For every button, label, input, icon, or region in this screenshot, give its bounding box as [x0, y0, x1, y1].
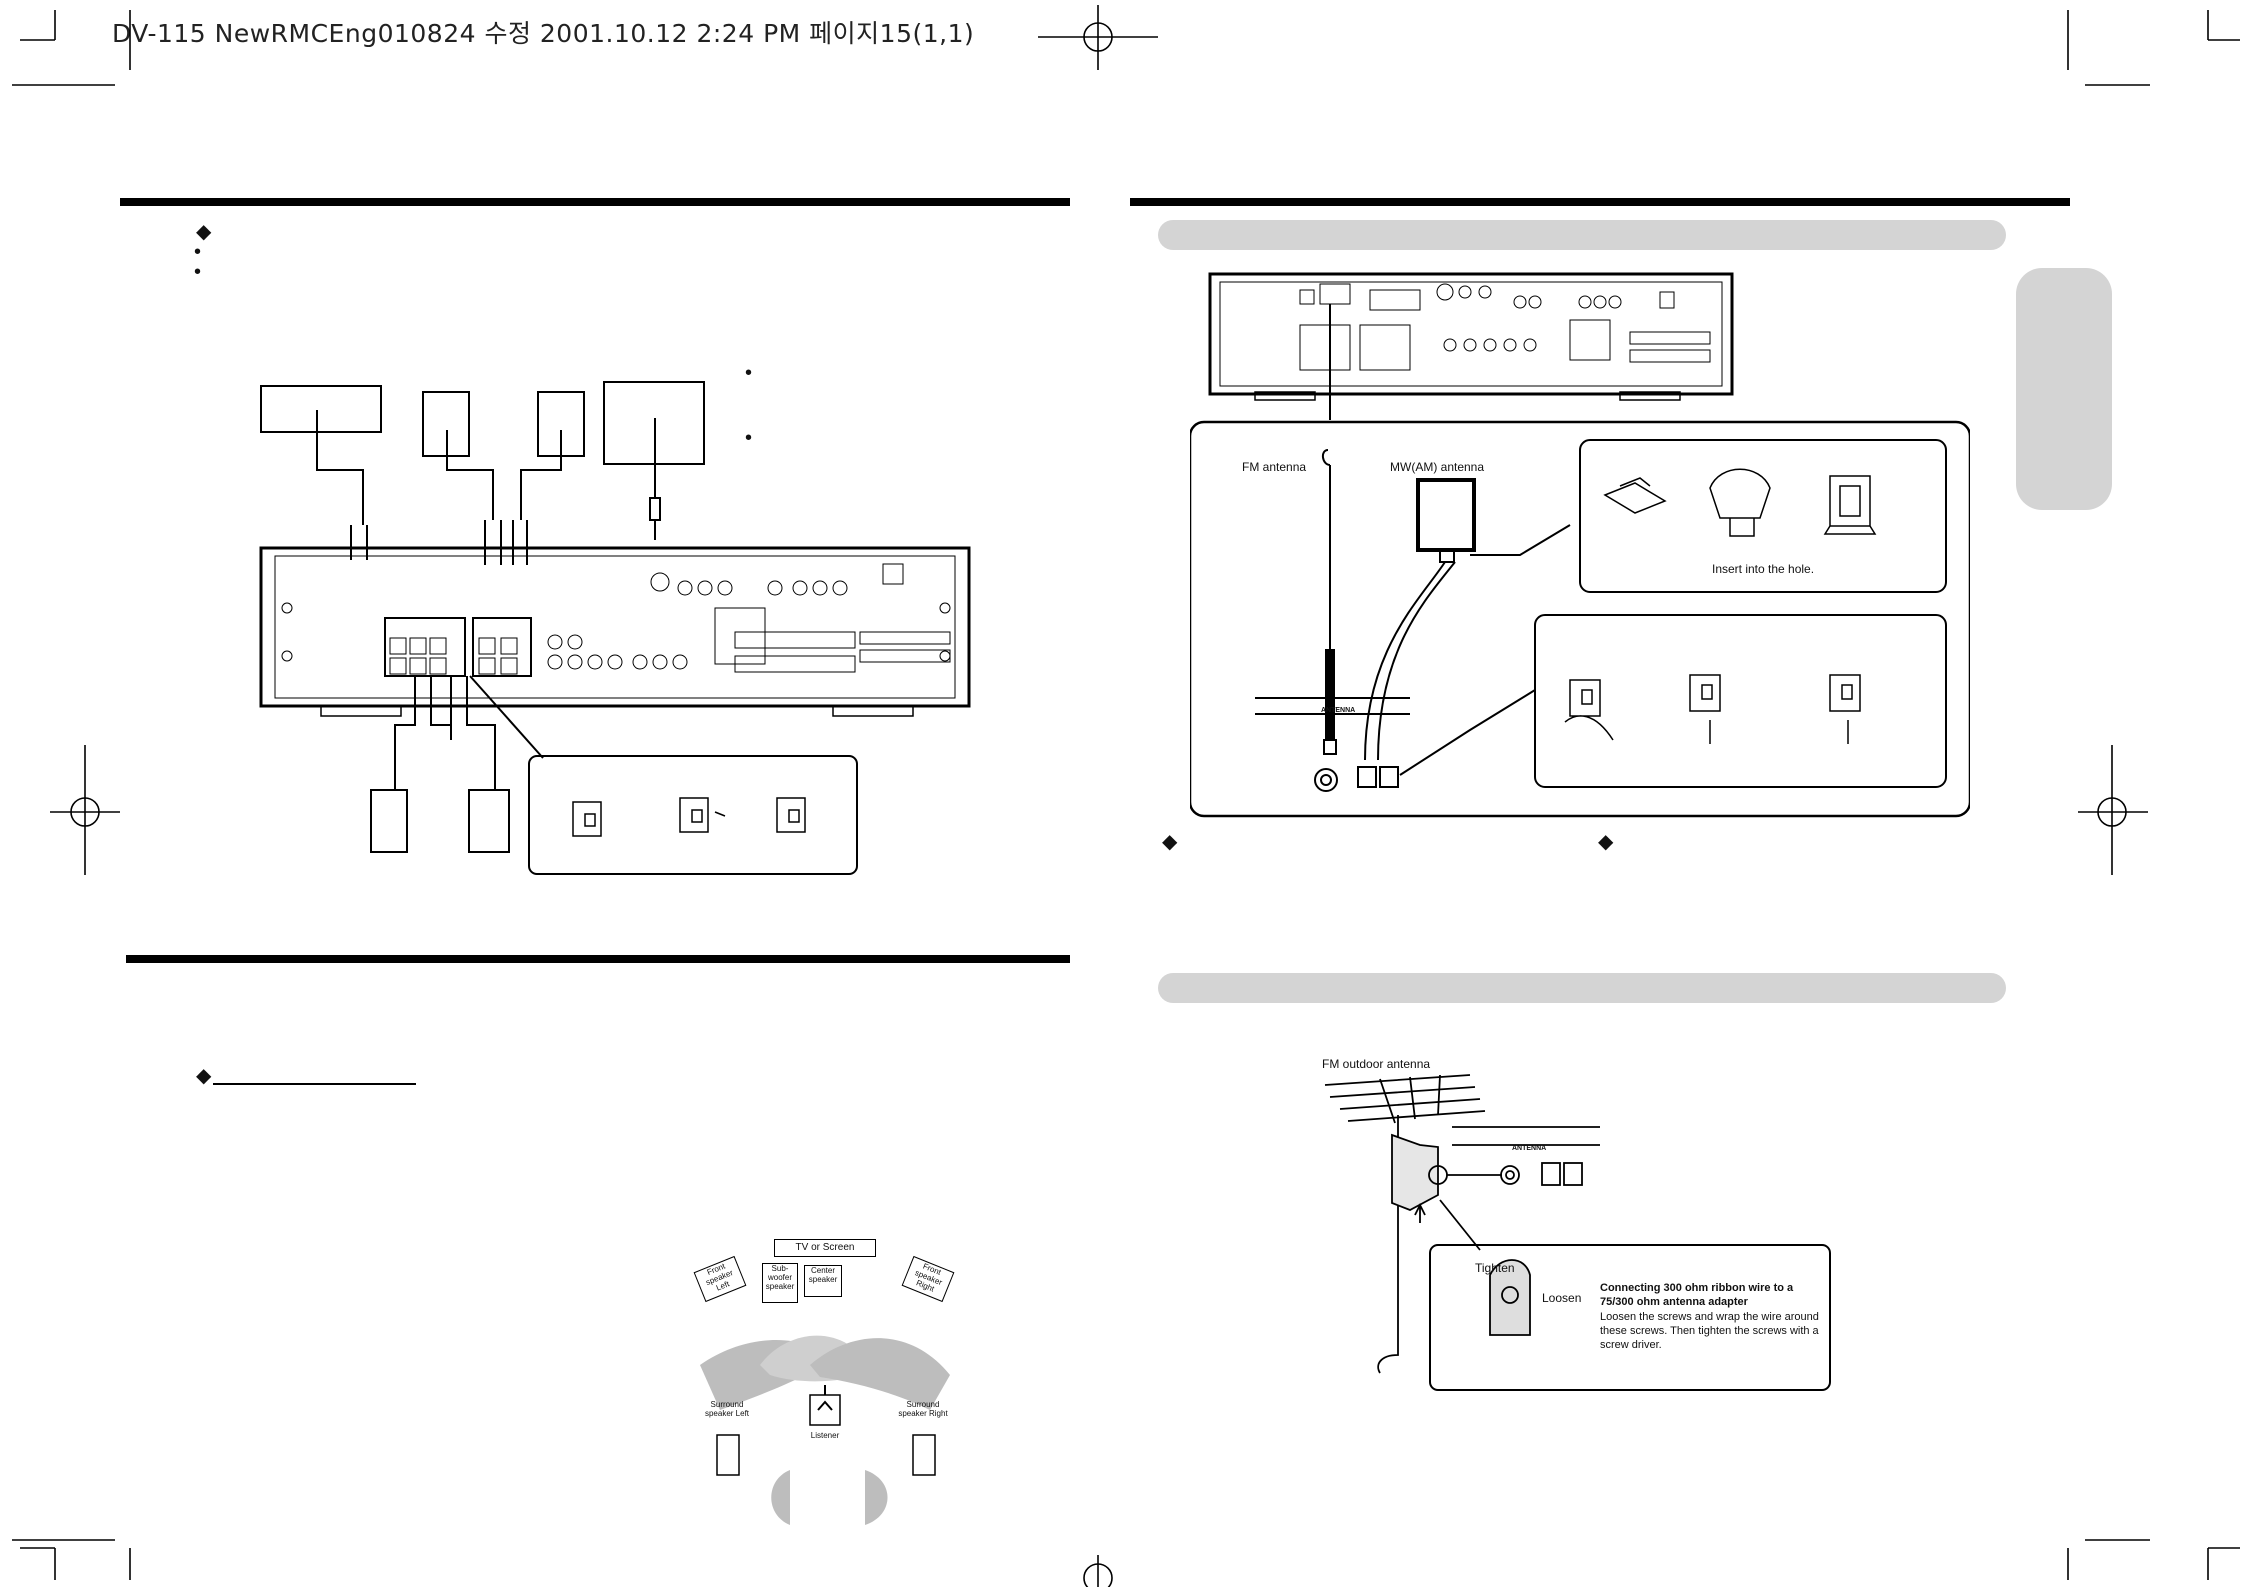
section-rule-top-right	[1130, 198, 2070, 206]
section-band-top	[1158, 220, 2006, 250]
listener-label: Listener	[810, 1431, 840, 1440]
speaker-wiring-diagram	[259, 381, 971, 875]
insert-hole-label: Insert into the hole.	[1712, 562, 1815, 576]
am-antenna-label: MW(AM) antenna	[1390, 460, 1485, 474]
surround-right-label: Surround speaker Right	[898, 1400, 948, 1418]
tv-screen-label: TV or Screen	[774, 1239, 876, 1257]
loosen-label: Loosen	[1542, 1291, 1582, 1305]
callout-title: Connecting 300 ohm ribbon wire to a 75/3…	[1600, 1282, 1794, 1308]
outdoor-antenna-diagram: FM outdoor antenna ANTENNA Tighten Loose…	[1320, 1055, 1840, 1395]
dot-bullet-icon: •	[745, 427, 753, 449]
diamond-bullet-icon: ◆	[196, 221, 212, 243]
subwoofer-speaker-label: Sub-woofer speaker	[762, 1263, 798, 1303]
antenna-panel-label-2: ANTENNA	[1512, 1145, 1547, 1152]
center-speaker-label: Center speaker	[804, 1265, 842, 1297]
section-band-bottom	[1158, 973, 2006, 1003]
dot-bullet-icon: •	[194, 261, 202, 283]
dot-bullet-icon: •	[194, 241, 202, 263]
antenna-diagram-art	[1190, 272, 1970, 818]
surround-left-label: Surround speaker Left	[704, 1400, 750, 1418]
print-header: DV-115 NewRMCEng010824 수정 2001.10.12 2:2…	[112, 19, 975, 48]
outdoor-antenna-art	[1324, 1074, 1831, 1391]
diamond-bullet-icon: ◆	[1598, 831, 1614, 853]
dot-bullet-icon: •	[745, 362, 753, 384]
underline-blank	[213, 1083, 416, 1085]
side-index-tab	[2016, 268, 2112, 510]
tighten-label: Tighten	[1475, 1261, 1515, 1275]
sound-wedges	[700, 1335, 950, 1525]
diamond-bullet-icon: ◆	[196, 1065, 212, 1087]
listening-layout-diagram: TV or Screen Front speaker Left Sub-woof…	[680, 1225, 970, 1525]
diamond-bullet-icon: ◆	[1162, 831, 1178, 853]
section-rule-top-left	[120, 198, 1070, 206]
section-rule-mid-left	[126, 955, 1070, 963]
fm-antenna-label: FM antenna	[1242, 460, 1307, 474]
fm-outdoor-antenna-label: FM outdoor antenna	[1322, 1057, 1431, 1071]
antenna-panel-label: ANTENNA	[1321, 707, 1356, 714]
antenna-connection-diagram: FM antenna MW(AM) antenna Insert into th…	[1190, 270, 1970, 820]
callout-body: Loosen the screws and wrap the wire arou…	[1600, 1311, 1819, 1351]
